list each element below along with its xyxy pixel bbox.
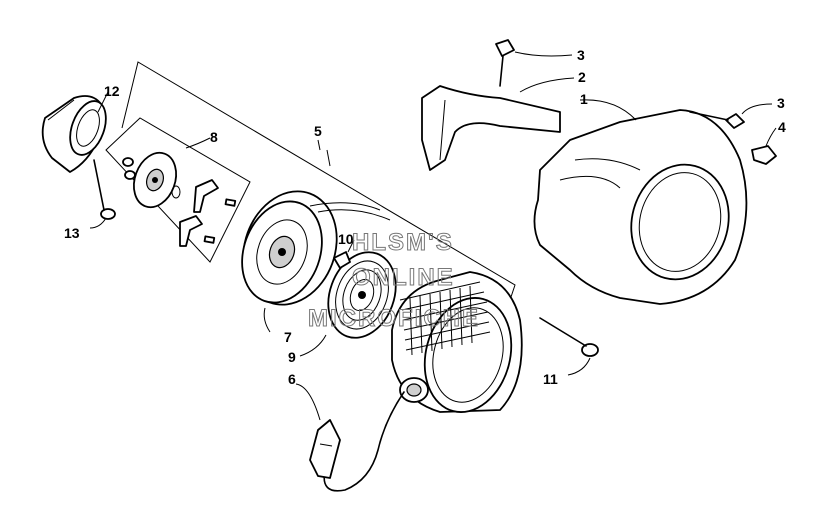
bolt-part-3-right — [689, 111, 745, 129]
bolt-part-3-top — [495, 39, 515, 87]
callout-8: 8 — [210, 129, 218, 145]
callout-3-top: 3 — [577, 47, 585, 63]
recoil-spring-part-9 — [327, 251, 397, 339]
callout-11: 11 — [543, 371, 558, 387]
callout-9: 9 — [288, 349, 296, 365]
spring-clip-part-10 — [333, 251, 351, 269]
callout-5: 5 — [314, 123, 322, 139]
callout-10: 10 — [338, 231, 354, 247]
callout-4: 4 — [778, 119, 786, 135]
ratchet-plate-part-8 — [105, 117, 251, 263]
callout-2: 2 — [578, 69, 586, 85]
callout-12: 12 — [104, 83, 120, 99]
callout-1: 1 — [580, 91, 588, 107]
watermark-line-2: ONLINE — [352, 264, 455, 291]
starter-housing-part-5 — [391, 271, 523, 413]
screw-part-11 — [539, 317, 599, 357]
callout-3-right: 3 — [777, 95, 785, 111]
pulley-part-7 — [241, 190, 391, 306]
leader-lines — [89, 51, 777, 421]
screw-part-13 — [93, 159, 116, 220]
clip-part-4 — [751, 145, 777, 165]
starter-cup-part-12 — [41, 95, 107, 173]
callout-6: 6 — [288, 371, 296, 387]
watermark-line-1: HLSM'S — [352, 229, 454, 256]
starter-handle-part-6 — [309, 391, 405, 492]
fan-shroud-part-1 — [533, 109, 748, 305]
watermark-line-3: MICROFICHE — [308, 305, 480, 332]
callout-labels: 1 2 3 3 4 5 6 7 8 9 10 11 12 13 — [64, 47, 786, 387]
callout-7: 7 — [284, 329, 292, 345]
housing-vent-grid — [399, 281, 491, 356]
assembly-bracket-5 — [121, 61, 516, 301]
watermark: HLSM'S ONLINE MICROFICHE — [308, 229, 480, 333]
bracket-part-2 — [421, 85, 561, 171]
callout-13: 13 — [64, 225, 80, 241]
